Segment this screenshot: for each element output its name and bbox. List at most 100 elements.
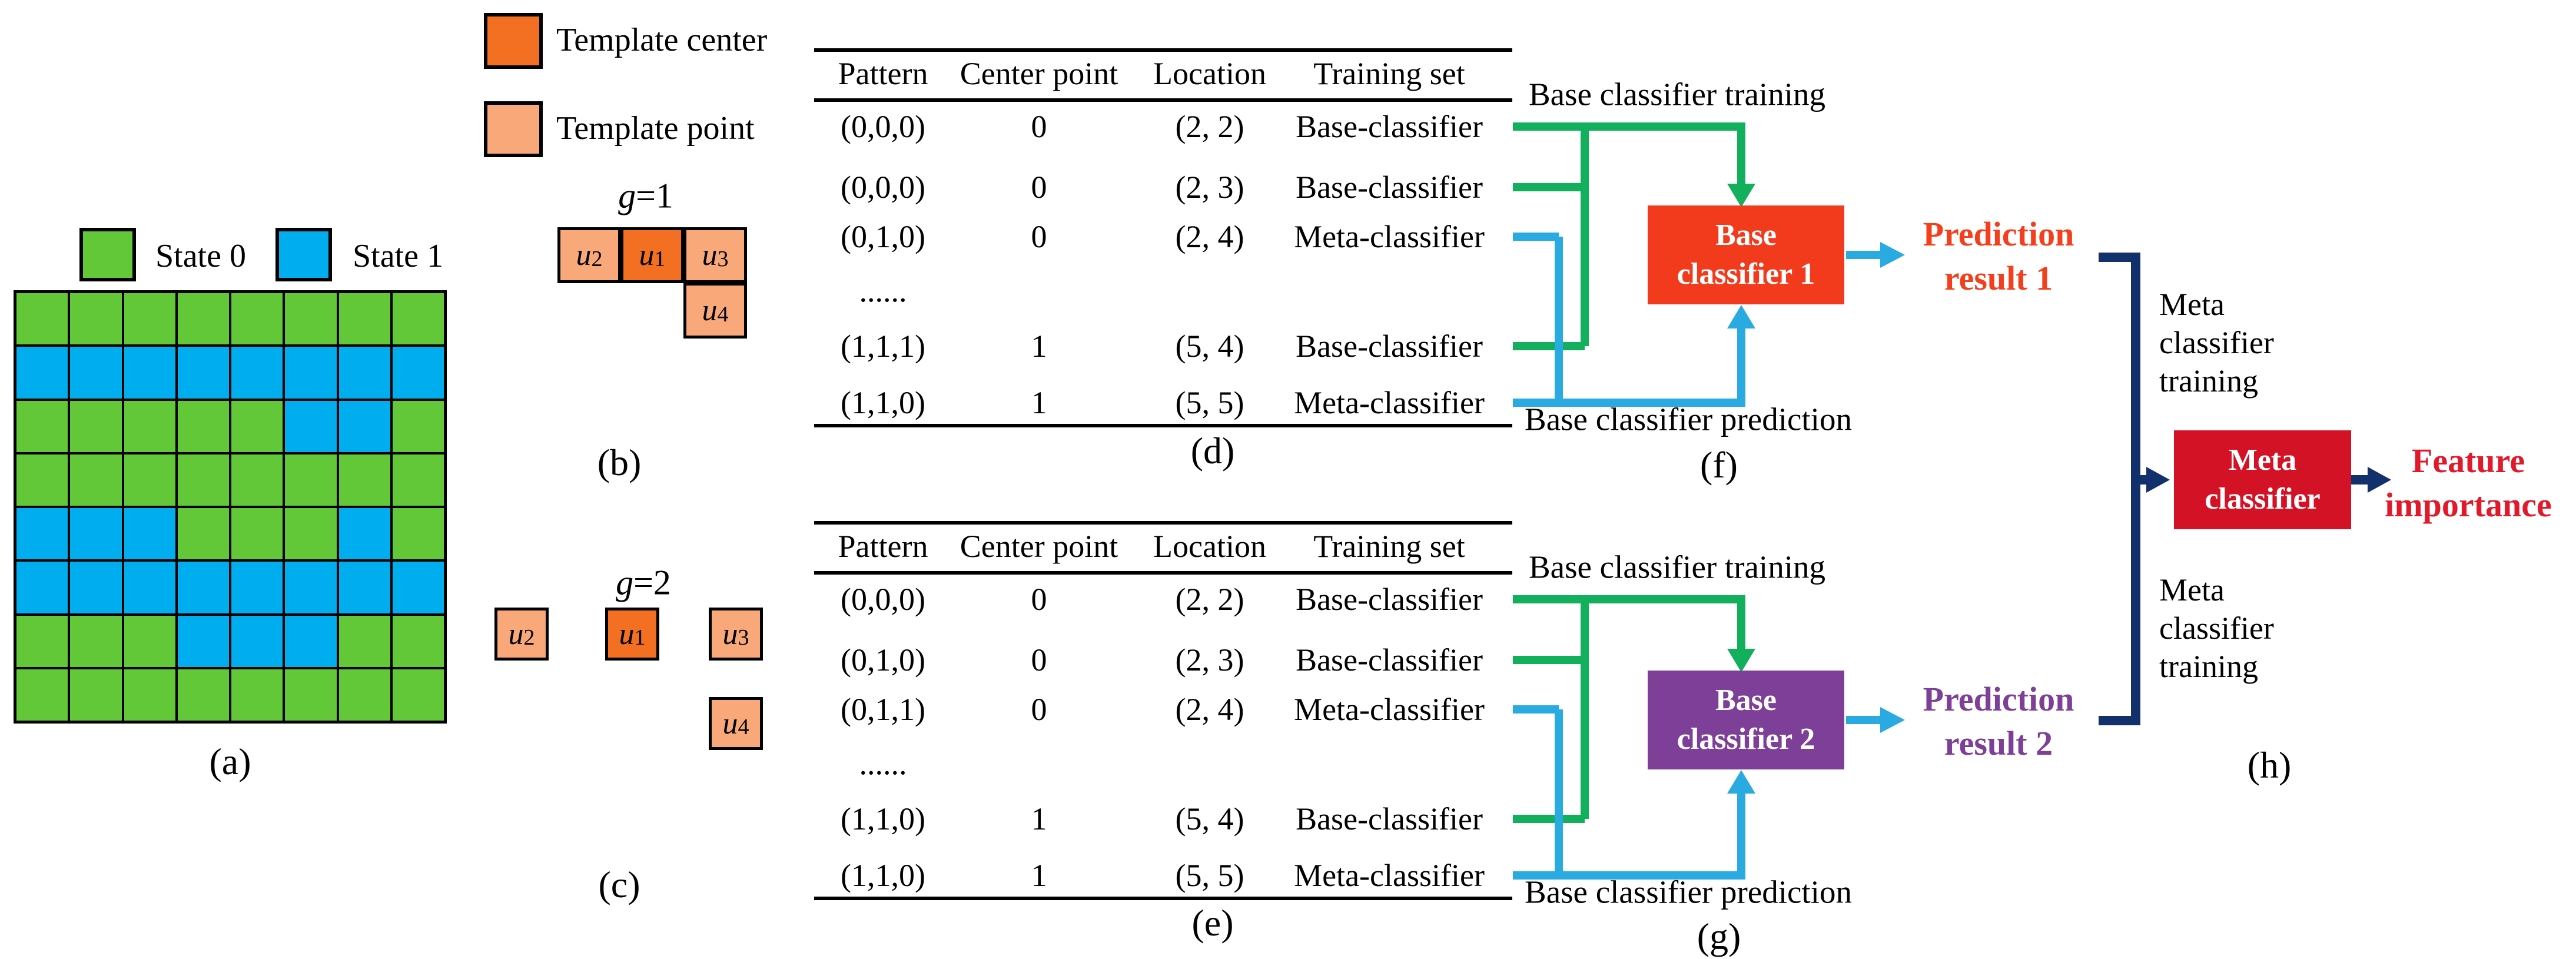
grid-cell-r7c4: [176, 614, 230, 668]
table-e-row1-center: 0: [1031, 582, 1047, 617]
table-e-row3-pattern: (0,1,1): [841, 692, 925, 727]
table-e-row3-center: 0: [1031, 692, 1047, 727]
state1-swatch: [275, 228, 332, 281]
flow1-prediction-label: Base classifier prediction: [1525, 401, 1852, 437]
prediction-result-2-label: Prediction result 2: [1923, 680, 2074, 762]
grid-cell-r5c4: [176, 507, 230, 561]
table-d-row3-location: (2, 4): [1175, 219, 1244, 254]
state0-swatch: [79, 228, 136, 281]
grid-cell-r1c8: [391, 292, 445, 346]
grid-cell-r7c3: [122, 614, 177, 668]
grid-cell-r1c2: [69, 292, 123, 346]
cellular-state-grid: [14, 290, 447, 724]
flow2-blue-arrowhead: [1727, 770, 1755, 794]
grid-cell-r6c6: [284, 560, 338, 615]
grid-cell-r2c3: [122, 346, 177, 400]
grid-cell-r6c2: [69, 560, 123, 615]
table-d-header-3: Location: [1153, 56, 1266, 91]
table-d-row1-center: 0: [1031, 109, 1047, 144]
table-e-row3-training: Meta-classifier: [1294, 692, 1485, 727]
table-d-row6-training: Meta-classifier: [1294, 385, 1485, 420]
flow2-training-label: Base classifier training: [1529, 549, 1825, 585]
table-e-top-rule: [814, 521, 1512, 525]
template-center-label: Template center: [556, 22, 768, 58]
table-e-row2-location: (2, 3): [1175, 642, 1244, 678]
base-classifier-2-box: Base classifier 2: [1648, 671, 1844, 769]
grid-cell-r1c4: [176, 292, 230, 346]
table-e-row1-location: (2, 2): [1175, 582, 1244, 617]
template-center-swatch: [484, 13, 543, 69]
grid-cell-r3c4: [176, 399, 230, 453]
table-e-header-4: Training set: [1313, 529, 1465, 564]
template-point-label: Template point: [556, 110, 755, 147]
grid-cell-r6c4: [176, 560, 230, 615]
grid-cell-r3c7: [337, 399, 391, 453]
panel-label-g: (g): [1697, 915, 1741, 957]
table-d-row5-training: Base-classifier: [1296, 328, 1483, 364]
grid-cell-r1c3: [122, 292, 177, 346]
table-d-bottom-rule: [814, 424, 1512, 427]
grid-cell-r6c5: [230, 560, 284, 615]
grid-cell-r4c1: [15, 453, 69, 507]
grid-cell-r4c5: [230, 453, 284, 507]
grid-cell-r4c7: [337, 453, 391, 507]
grid-cell-r2c8: [391, 346, 445, 400]
grid-cell-r6c8: [391, 560, 445, 615]
meta-in-arrowhead: [2146, 467, 2170, 493]
flow1-green-arrowhead: [1727, 184, 1755, 207]
grid-cell-r7c7: [337, 614, 391, 668]
table-e-row5-training: Base-classifier: [1296, 801, 1483, 837]
panel-label-e: (e): [1191, 902, 1234, 944]
table-e-row1-pattern: (0,0,0): [841, 582, 925, 617]
template-b-title: g=1: [618, 176, 673, 215]
table-e-header-3: Location: [1153, 529, 1266, 564]
grid-cell-r6c7: [337, 560, 391, 615]
state1-label: State 1: [353, 238, 443, 274]
table-d-top-rule: [814, 48, 1512, 52]
panel-label-b: (b): [597, 442, 642, 483]
table-e-header-1: Pattern: [838, 529, 928, 564]
template-c-title: g=2: [616, 563, 671, 602]
grid-cell-r4c6: [284, 453, 338, 507]
table-d-row5-center: 1: [1031, 328, 1047, 364]
table-d-row1-pattern: (0,0,0): [841, 109, 925, 144]
table-e-row5-pattern: (1,1,0): [841, 801, 925, 837]
grid-cell-r5c5: [230, 507, 284, 561]
grid-cell-r4c4: [176, 453, 230, 507]
grid-cell-r3c1: [15, 399, 69, 453]
grid-cell-r3c6: [284, 399, 338, 453]
grid-cell-r4c2: [69, 453, 123, 507]
table-e-row4-pattern: ......: [859, 746, 907, 781]
panel-label-h: (h): [2247, 744, 2292, 786]
grid-cell-r1c7: [337, 292, 391, 346]
meta-training-bottom-label: Meta classifier training: [2159, 572, 2274, 684]
panel-label-a: (a): [209, 741, 251, 782]
grid-cell-r5c6: [284, 507, 338, 561]
table-e-row2-pattern: (0,1,0): [841, 642, 925, 678]
table-e-bottom-rule: [814, 897, 1512, 900]
flow1-blue-arrowhead: [1727, 305, 1755, 328]
table-e-row5-center: 1: [1031, 801, 1047, 837]
flow2-green-arrowhead: [1727, 649, 1755, 672]
flow2-prediction-label: Base classifier prediction: [1525, 874, 1852, 910]
table-e-row6-center: 1: [1031, 858, 1047, 893]
grid-cell-r8c8: [391, 668, 445, 722]
grid-cell-r8c6: [284, 668, 338, 722]
table-e-row6-location: (5, 5): [1175, 858, 1244, 893]
grid-cell-r6c1: [15, 560, 69, 615]
grid-cell-r2c1: [15, 346, 69, 400]
base-classifier-1-box: Base classifier 1: [1648, 205, 1844, 304]
table-d-row6-pattern: (1,1,0): [841, 385, 925, 420]
panel-label-d: (d): [1190, 430, 1235, 472]
table-d-row5-location: (5, 4): [1175, 328, 1244, 364]
grid-cell-r2c5: [230, 346, 284, 400]
grid-cell-r5c1: [15, 507, 69, 561]
grid-cell-r7c2: [69, 614, 123, 668]
grid-cell-r8c1: [15, 668, 69, 722]
grid-cell-r4c3: [122, 453, 177, 507]
grid-cell-r5c7: [337, 507, 391, 561]
table-d-row6-center: 1: [1031, 385, 1047, 420]
table-d-header-2: Center point: [960, 56, 1118, 91]
